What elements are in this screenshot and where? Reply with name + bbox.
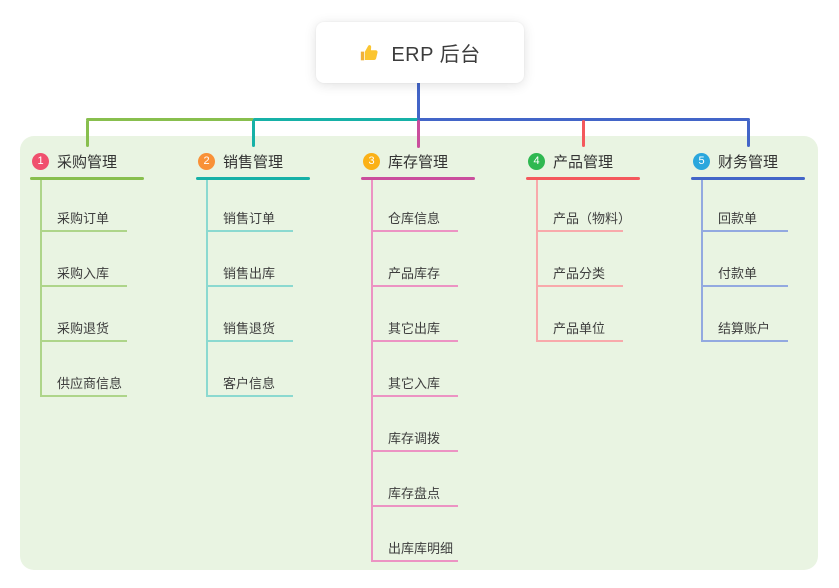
branch-underline <box>196 177 310 180</box>
child-underline <box>371 395 458 397</box>
child-underline <box>206 230 293 232</box>
child-node[interactable]: 采购订单 <box>57 211 110 226</box>
branch-child-rail <box>371 180 373 562</box>
child-node[interactable]: 采购入库 <box>57 266 110 281</box>
child-node[interactable]: 其它出库 <box>388 321 441 336</box>
child-node[interactable]: 销售退货 <box>223 321 276 336</box>
branch-child-rail <box>536 180 538 342</box>
branch-drop-line-product <box>582 120 585 147</box>
child-underline <box>40 395 127 397</box>
content-panel <box>20 136 818 570</box>
child-underline <box>701 230 788 232</box>
child-node[interactable]: 回款单 <box>718 211 758 226</box>
child-underline <box>371 340 458 342</box>
branch-title: 产品管理 <box>553 153 614 171</box>
branch-header-sales[interactable]: 2 销售管理 <box>198 150 283 172</box>
branch-underline <box>30 177 144 180</box>
child-node[interactable]: 仓库信息 <box>388 211 441 226</box>
child-underline <box>536 285 623 287</box>
branch-number-badge: 1 <box>32 152 49 170</box>
child-underline <box>371 230 458 232</box>
trunk-line-sales <box>253 118 420 121</box>
child-node[interactable]: 产品分类 <box>553 266 606 281</box>
child-underline <box>371 285 458 287</box>
child-underline <box>206 285 293 287</box>
branch-child-rail <box>701 180 703 342</box>
child-underline <box>206 395 293 397</box>
branch-header-inventory[interactable]: 3 库存管理 <box>363 150 448 172</box>
branch-title: 销售管理 <box>223 153 284 171</box>
child-node[interactable]: 客户信息 <box>223 376 276 391</box>
child-underline <box>701 285 788 287</box>
child-node[interactable]: 产品单位 <box>553 321 606 336</box>
branch-header-finance[interactable]: 5 财务管理 <box>693 150 778 172</box>
child-underline <box>40 340 127 342</box>
child-underline <box>536 340 623 342</box>
child-underline <box>371 450 458 452</box>
root-connector-line <box>417 82 420 119</box>
branch-header-purchase[interactable]: 1 采购管理 <box>32 150 117 172</box>
trunk-line-purchase <box>86 118 254 121</box>
child-node[interactable]: 付款单 <box>718 266 758 281</box>
child-node[interactable]: 供应商信息 <box>57 376 123 391</box>
child-node[interactable]: 出库库明细 <box>388 541 454 556</box>
branch-drop-line-inventory <box>417 120 420 148</box>
branch-header-product[interactable]: 4 产品管理 <box>528 150 613 172</box>
branch-title: 库存管理 <box>388 153 449 171</box>
trunk-line-finance <box>417 118 750 121</box>
child-node[interactable]: 销售出库 <box>223 266 276 281</box>
branch-drop-line-finance <box>747 120 750 147</box>
child-underline <box>536 230 623 232</box>
root-title: ERP 后台 <box>391 44 481 66</box>
child-underline <box>701 340 788 342</box>
child-node[interactable]: 库存调拨 <box>388 431 441 446</box>
child-underline <box>371 505 458 507</box>
branch-child-rail <box>206 180 208 397</box>
branch-drop-line-sales <box>252 120 255 147</box>
branch-number-badge: 4 <box>528 152 545 170</box>
child-underline <box>206 340 293 342</box>
branch-number-badge: 5 <box>693 152 710 170</box>
branch-title: 采购管理 <box>57 153 118 171</box>
child-node[interactable]: 采购退货 <box>57 321 110 336</box>
branch-underline <box>691 177 805 180</box>
child-underline <box>40 285 127 287</box>
branch-title: 财务管理 <box>718 153 779 171</box>
branch-number-badge: 3 <box>363 152 380 170</box>
child-node[interactable]: 其它入库 <box>388 376 441 391</box>
thumbs-up-icon <box>359 42 381 64</box>
branch-number-badge: 2 <box>198 152 215 170</box>
root-node[interactable]: ERP 后台 <box>316 22 524 83</box>
child-node[interactable]: 产品（物料） <box>553 211 632 226</box>
branch-underline <box>361 177 475 180</box>
child-underline <box>371 560 458 562</box>
branch-drop-line-purchase <box>86 120 89 147</box>
child-underline <box>40 230 127 232</box>
child-node[interactable]: 产品库存 <box>388 266 441 281</box>
child-node[interactable]: 结算账户 <box>718 321 771 336</box>
child-node[interactable]: 库存盘点 <box>388 486 441 501</box>
branch-underline <box>526 177 640 180</box>
child-node[interactable]: 销售订单 <box>223 211 276 226</box>
branch-child-rail <box>40 180 42 397</box>
